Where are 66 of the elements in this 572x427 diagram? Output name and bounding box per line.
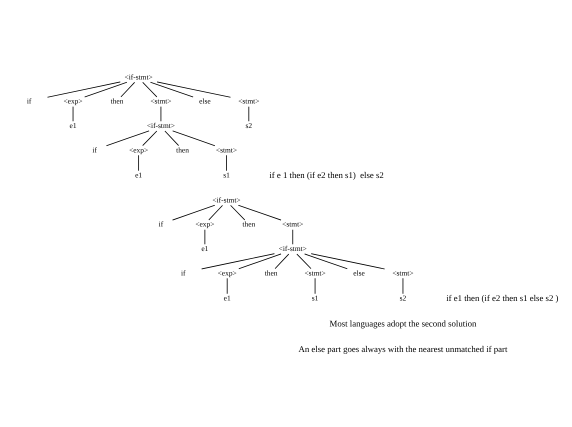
connector [296, 253, 312, 269]
node-text: <exp> [195, 219, 214, 228]
node-text: s2 [246, 120, 252, 130]
label: An else part goes always with the nearest unmatched if part [298, 344, 508, 354]
node-text: if [26, 96, 32, 106]
node-text: <if-stmt> [124, 72, 153, 81]
node-text: <stmt> [238, 96, 260, 106]
connector [150, 81, 194, 97]
connector [156, 81, 231, 98]
connector [310, 252, 386, 269]
node-text: if [92, 144, 97, 154]
node-text: e1 [201, 244, 208, 253]
connector [248, 106, 250, 122]
node-text: if [180, 268, 186, 277]
node-text: then [176, 144, 189, 154]
connector [84, 81, 128, 97]
connector [238, 204, 282, 220]
connector [314, 277, 316, 294]
node-text: <exp> [129, 144, 148, 154]
connector [238, 253, 282, 269]
connector [172, 130, 216, 146]
node-text: then [110, 96, 124, 106]
node-text: else [199, 96, 211, 106]
node-text: if [158, 219, 164, 228]
connector [292, 228, 294, 244]
label: Most languages adopt the second solution [330, 318, 476, 328]
node-text: else [353, 268, 365, 277]
connector [172, 204, 216, 220]
node-text: e1 [224, 292, 231, 302]
connector [142, 81, 158, 97]
node-text: <stmt> [304, 268, 326, 277]
connector [208, 204, 223, 220]
node-text: <exp> [63, 96, 83, 106]
node-text: <stmt> [392, 268, 414, 277]
connector [120, 81, 136, 97]
node-text: <stmt> [150, 96, 172, 106]
node-text: <exp> [218, 268, 237, 277]
connector [164, 130, 180, 146]
connector [226, 154, 227, 171]
node-text: <stmt> [282, 219, 304, 228]
node-text: s1 [312, 292, 318, 302]
connector [304, 253, 348, 269]
node-text: <if-stmt> [278, 244, 307, 253]
connector [230, 204, 246, 220]
connector [204, 228, 206, 244]
connector [201, 252, 275, 269]
node-text: e1 [135, 170, 142, 179]
label: if e 1 then (if e2 then s1) else s2 [269, 169, 384, 180]
node-text: then [242, 219, 256, 228]
label: if e1 then (if e2 then s1 else s2 ) [446, 292, 558, 302]
node-text: s1 [223, 170, 230, 179]
node-text: <if-stmt> [146, 120, 176, 130]
connector [226, 277, 228, 294]
connector [274, 253, 290, 269]
connector [160, 106, 162, 122]
node-text: e1 [70, 120, 77, 130]
node-text: <stmt> [216, 144, 238, 154]
connector [106, 130, 150, 146]
connector [138, 154, 140, 171]
connector [142, 130, 158, 146]
node-text: <if-stmt> [212, 194, 241, 204]
node-text: s2 [400, 292, 406, 302]
node-text: then [264, 268, 278, 277]
connector [72, 106, 74, 122]
connector [402, 277, 404, 294]
connector [47, 81, 121, 98]
